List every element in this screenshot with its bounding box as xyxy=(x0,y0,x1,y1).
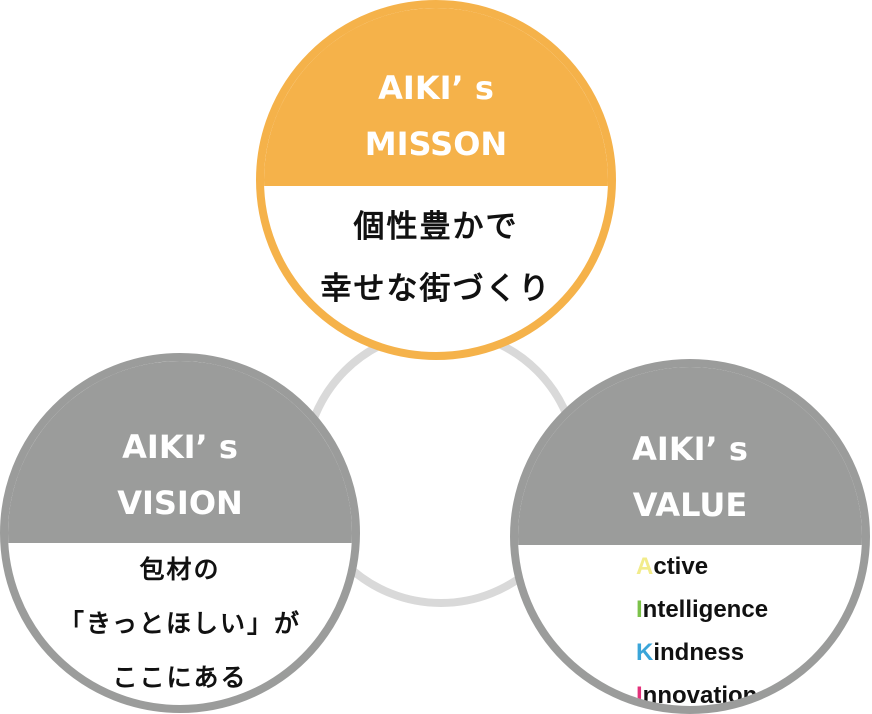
mission-circle: AIKI’ s MISSON 個性豊かで 幸せな街づくり xyxy=(256,0,616,360)
vision-circle: AIKI’ s VISION 包材の 「きっとほしい」が ここにある xyxy=(0,353,360,713)
value-initial: K xyxy=(636,639,654,666)
value-item-intelligence: Intelligence xyxy=(636,588,768,631)
vision-text-line3: ここにある xyxy=(112,663,248,692)
value-list: Active Intelligence Kindness Innovation xyxy=(518,545,862,706)
mission-header: AIKI’ s MISSON xyxy=(264,8,608,186)
mission-text-line1: 個性豊かで xyxy=(353,209,519,245)
value-item-kindness: Kindness xyxy=(636,631,744,674)
value-rest: ctive xyxy=(653,553,709,580)
value-rest: ntelligence xyxy=(642,596,769,623)
mission-title-line1: AIKI’ s xyxy=(378,69,494,107)
mission-title-line2: MISSON xyxy=(364,125,508,163)
value-header: AIKI’ s VALUE xyxy=(518,367,862,545)
vision-title-line2: VISION xyxy=(117,484,243,522)
value-item-active: Active xyxy=(636,545,708,588)
value-title-line2: VALUE xyxy=(632,486,748,524)
vision-title-line1: AIKI’ s xyxy=(122,428,238,466)
value-initial: I xyxy=(636,682,643,709)
vision-text-line2: 「きっとほしい」が xyxy=(58,609,301,638)
mission-text-line2: 幸せな街づくり xyxy=(320,271,552,307)
value-initial: A xyxy=(636,553,654,580)
vision-text-line1: 包材の xyxy=(139,555,221,584)
value-circle: AIKI’ s VALUE Active Intelligence Kindne… xyxy=(510,359,870,714)
value-item-innovation: Innovation xyxy=(636,674,758,709)
mission-body: 個性豊かで 幸せな街づくり xyxy=(264,186,608,352)
value-title-line1: AIKI’ s xyxy=(632,430,748,468)
value-initial: I xyxy=(636,596,643,623)
vision-body: 包材の 「きっとほしい」が ここにある xyxy=(8,543,352,705)
value-rest: nnovation xyxy=(642,682,758,709)
vision-header: AIKI’ s VISION xyxy=(8,361,352,543)
value-rest: indness xyxy=(653,639,745,666)
